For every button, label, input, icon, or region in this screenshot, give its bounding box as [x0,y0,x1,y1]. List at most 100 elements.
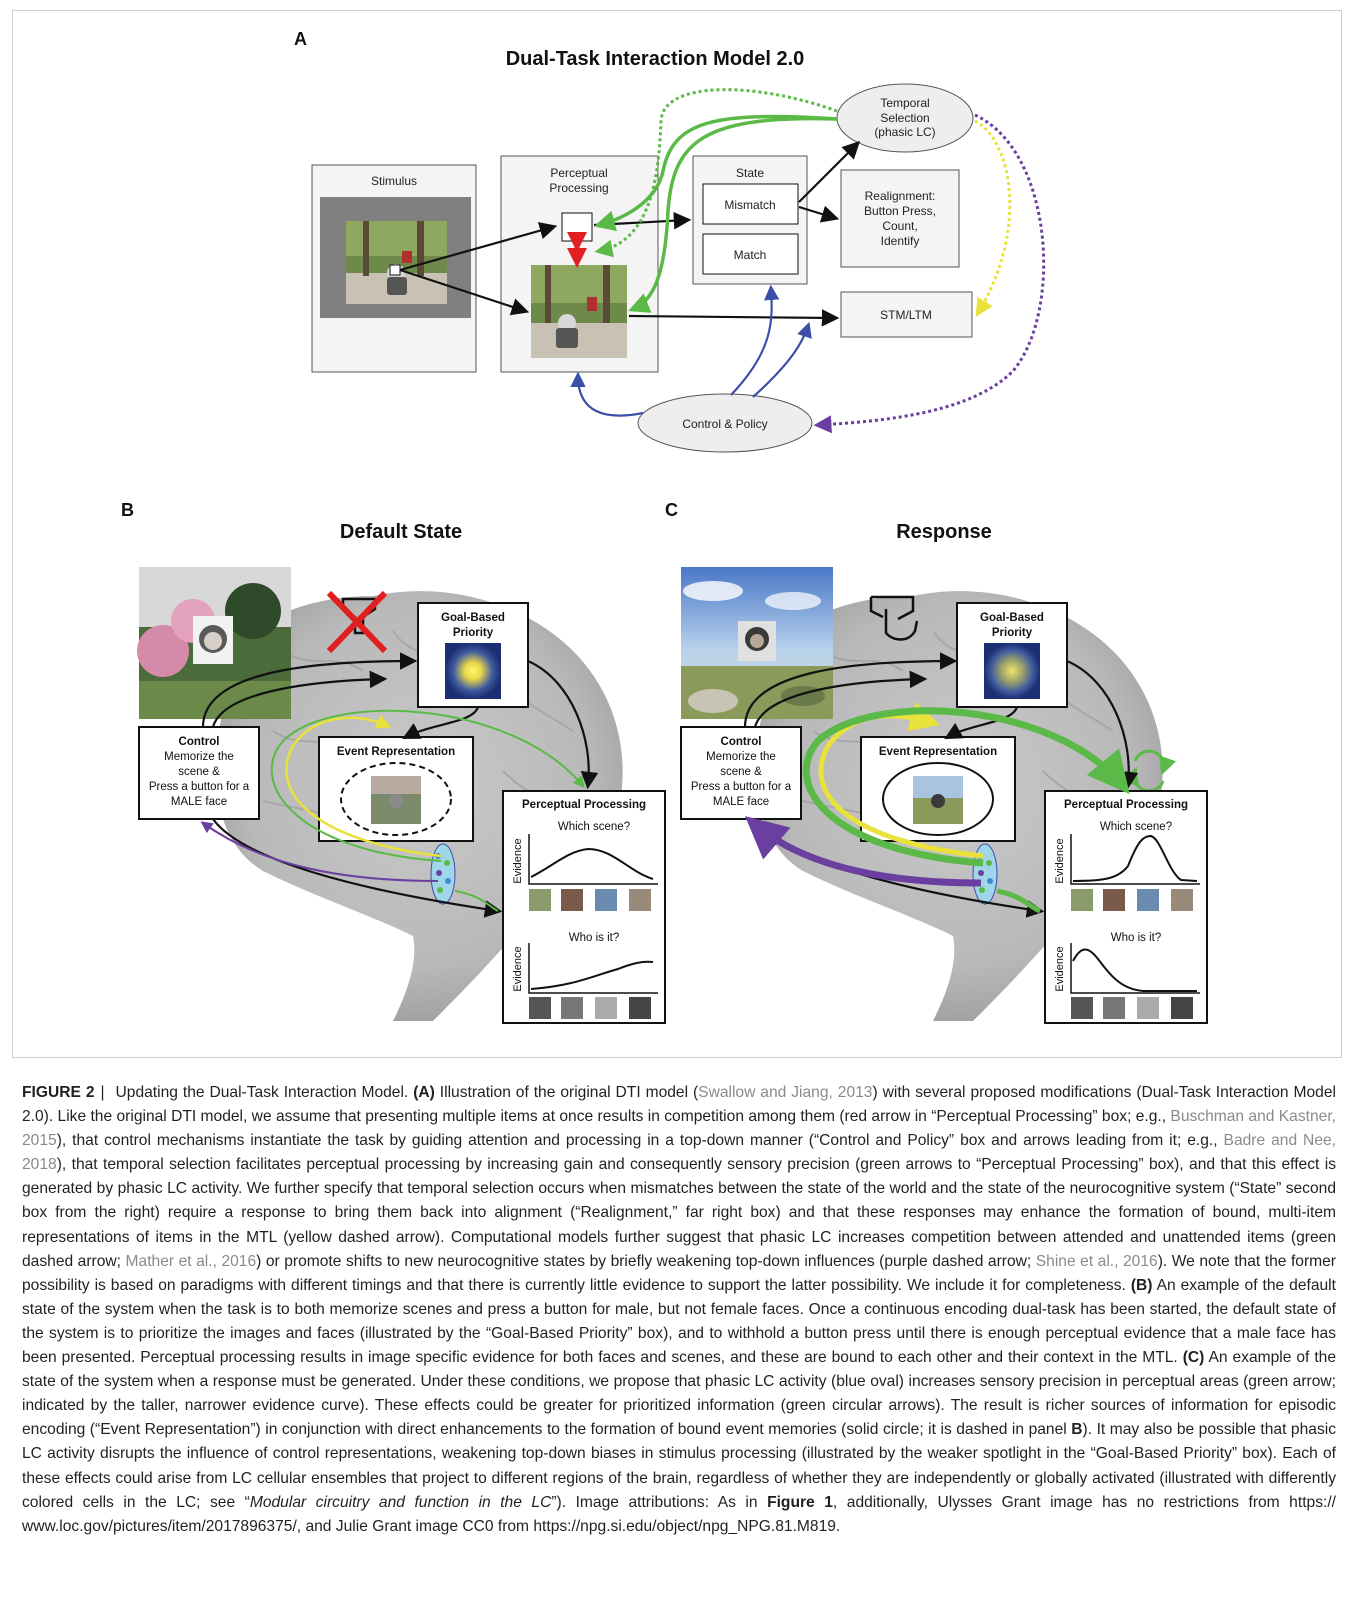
caption-c: (C) [1182,1349,1205,1367]
caption-sep: | [100,1084,105,1101]
curve-b-face [530,960,654,990]
event-photo-b [371,776,421,824]
caption-fig1-link[interactable]: Figure 1 [767,1493,833,1511]
scene-photo-c [681,567,833,719]
panel-b-purple-arrow [200,821,439,882]
state-label: State [736,166,764,180]
scene-thumbs-c [1071,889,1193,911]
caption-c10: ). It may also be possible that phasic L… [22,1421,1336,1511]
figure-svg: A Dual-Task Interaction Model 2.0 Stimul… [121,29,1208,1024]
control-b-1: Memorize the [164,751,234,763]
match-label: Match [734,248,767,262]
axis-c-2 [1070,943,1200,994]
event-circle-dashed-b [340,762,452,836]
panel-a-green-arrows [593,114,838,313]
perceptual-label-2: Processing [549,181,608,195]
panel-b-lc-green-arrow [454,890,499,912]
panel-a-green-dashed-arrow [594,88,838,258]
goal-b-1: Goal-Based [441,612,505,624]
perc-c-evidence-2: Evidence [1054,946,1066,991]
panel-c-lc-green-arrow [996,888,1042,914]
caption-c7: ). We note that the former possibility i… [22,1252,1336,1294]
figure-caption: FIGURE 2 | Updating the Dual-Task Interac… [22,1081,1336,1539]
perc-b-q1: Which scene? [558,821,630,833]
control-b-4: MALE face [171,796,227,808]
curve-b-scene [530,847,654,880]
control-c-title: Control [721,736,762,748]
control-c-3: Press a button for a [691,781,792,793]
panel-a-purple-dashed-arrow [813,113,1046,434]
realignment-box [840,169,960,268]
perc-c-evidence-1: Evidence [1054,838,1066,883]
caption-c1: Updating the Dual-Task Interaction Model… [115,1084,409,1101]
stimulus-photo [346,221,447,304]
stimulus-label: Stimulus [371,174,417,188]
scene-thumbs-b [529,889,651,911]
control-c-2: scene & [720,766,762,778]
figure-panel: A Dual-Task Interaction Model 2.0 Stimul… [12,10,1342,1058]
control-b-2: scene & [178,766,220,778]
caption-c12: , additionally, Ulysses Grant image has … [22,1493,1336,1535]
caption-c5: ), that temporal selection facilitates p… [22,1156,1336,1270]
lc-oval-b [430,843,456,905]
panel-a-letter: A [294,29,307,49]
caption-c9: An example of the state of the system wh… [22,1349,1336,1439]
panel-c-green-arrow [802,707,1130,867]
ref-swallow-jiang[interactable]: Swallow and Jiang, 2013 [698,1084,873,1101]
panel-a-blue-arrows [570,284,812,417]
scene-photo-b [137,567,291,719]
realign-1: Realignment: [865,189,936,203]
event-circle-solid-c [882,762,994,836]
perceptual-small-square [561,212,593,242]
perc-c-q1: Which scene? [1100,821,1172,833]
panel-c-letter: C [665,500,678,520]
ref-badre-nee[interactable]: Badre and Nee, 2018 [22,1132,1336,1174]
stm-ltm-label: STM/LTM [880,308,932,322]
perceptual-label-1: Perceptual [550,166,607,180]
temporal-label-3: (phasic LC) [874,125,935,139]
goal-c-1: Goal-Based [980,612,1044,624]
mismatch-label: Mismatch [724,198,775,212]
caption-c4: ), that control mechanisms instantiate t… [56,1132,1218,1150]
caption-c11: ”). Image attributions: As in [551,1493,758,1511]
event-b-label: Event Representation [337,746,455,758]
temporal-label-2: Selection [880,111,929,125]
ref-buschman-kastner[interactable]: Buschman and Kastner, 2015 [22,1108,1336,1150]
control-c-4: MALE face [713,796,769,808]
ref-mather[interactable]: Mather et al., 2016 [125,1252,257,1270]
perc-b-q2: Who is it? [569,932,620,944]
axis-b-2 [528,943,658,994]
no-button-press-icon [326,590,388,654]
panel-b-letter: B [121,500,134,520]
spotlight-c [984,643,1040,699]
panel-b-yellow-arrow [285,714,442,858]
curve-c-face [1072,948,1197,992]
ref-shine[interactable]: Shine et al., 2016 [1035,1252,1158,1270]
panel-c-title: Response [896,521,992,543]
stimulus-fixation-square [389,264,401,276]
control-c-1: Memorize the [706,751,776,763]
control-b-3: Press a button for a [149,781,250,793]
caption-a: (A) [413,1084,435,1101]
caption-fig-label: FIGURE 2 [22,1084,95,1101]
goal-b-2: Priority [453,627,494,639]
match-box [702,233,799,275]
control-box-b [138,726,260,820]
curve-c-scene [1072,834,1198,882]
temporal-label-1: Temporal [880,96,929,110]
perceptual-photo [531,265,627,358]
button-press-hand-icon [869,595,919,641]
panel-b-title: Default State [340,521,462,543]
caption-section-link[interactable]: Modular circuitry and function in the LC [249,1493,552,1511]
caption-b: (B) [1130,1276,1153,1294]
panel-c-purple-arrow [745,816,982,887]
realign-2: Button Press, [864,204,936,218]
perc-b-evidence-1: Evidence [512,838,524,883]
panel-b-black-arrows [201,652,599,918]
perc-b-evidence-2: Evidence [512,946,524,991]
panel-b-green-arrow [270,709,585,862]
perc-c-q2: Who is it? [1111,932,1162,944]
event-photo-c [913,776,963,824]
axis-b-1 [528,834,658,885]
panel-a-yellow-dashed-arrow [974,119,1012,317]
